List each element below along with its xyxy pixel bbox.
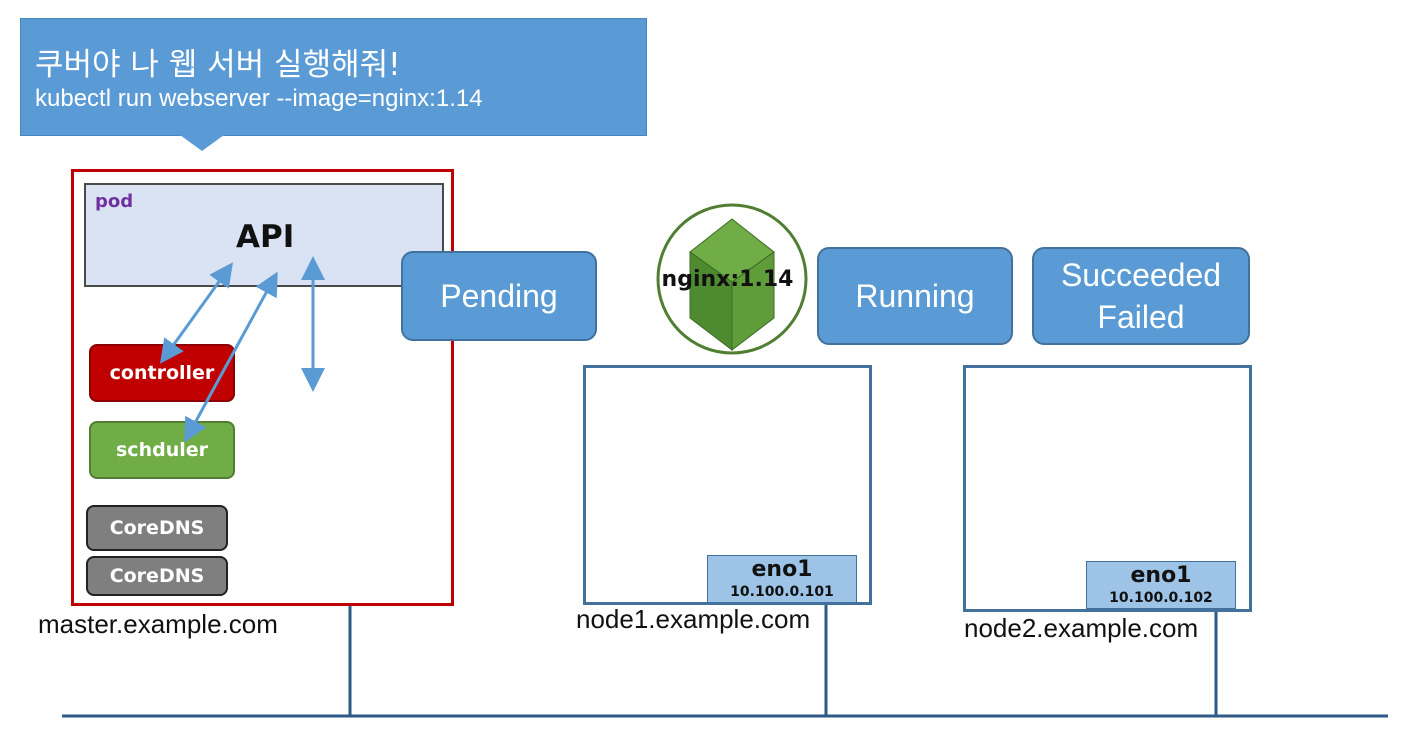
status-pending: Pending bbox=[401, 251, 597, 341]
controller-box: controller bbox=[89, 344, 235, 402]
callout-korean-text: 쿠버야 나 웹 서버 실행해줘! bbox=[35, 47, 401, 83]
api-pod-box bbox=[84, 183, 444, 287]
callout-tail bbox=[180, 135, 224, 151]
api-label: API bbox=[236, 219, 295, 255]
node2-nic: eno1 10.100.0.102 bbox=[1086, 561, 1236, 609]
node1-nic-name: eno1 bbox=[751, 557, 813, 582]
status-succeeded-label: Succeeded bbox=[1060, 257, 1222, 293]
node1-nic-ip: 10.100.0.101 bbox=[730, 584, 834, 600]
status-failed-label: Failed bbox=[1097, 299, 1185, 335]
callout-command-text: kubectl run webserver --image=nginx:1.14 bbox=[35, 85, 483, 112]
status-succeeded-failed: Succeeded Failed bbox=[1032, 247, 1250, 345]
coredns-box-2: CoreDNS bbox=[86, 556, 228, 596]
nginx-container bbox=[656, 203, 808, 355]
etcd-label: etcd bbox=[313, 420, 381, 456]
coredns-box-1: CoreDNS bbox=[86, 505, 228, 551]
nginx-container-label: nginx:1.14 bbox=[661, 267, 794, 292]
node2-hostname: node2.example.com bbox=[964, 613, 1199, 643]
node1-hostname: node1.example.com bbox=[576, 604, 811, 634]
master-hostname: master.example.com bbox=[38, 609, 278, 639]
node2-nic-ip: 10.100.0.102 bbox=[1109, 590, 1213, 606]
scheduler-box: schduler bbox=[89, 421, 235, 479]
status-running: Running bbox=[817, 247, 1013, 345]
pod-label: pod bbox=[95, 191, 134, 212]
node1-nic: eno1 10.100.0.101 bbox=[707, 555, 857, 603]
command-callout: 쿠버야 나 웹 서버 실행해줘! kubectl run webserver -… bbox=[20, 18, 647, 136]
node2-nic-name: eno1 bbox=[1130, 563, 1192, 588]
